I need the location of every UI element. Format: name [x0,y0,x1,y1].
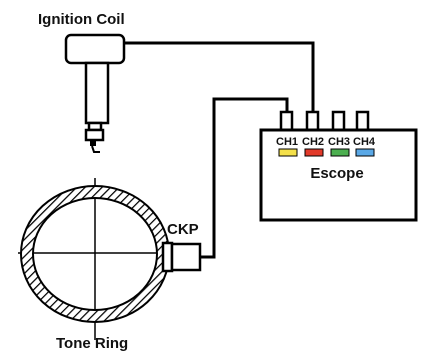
ch3-connector [331,110,346,133]
coil-wire [124,41,315,112]
ckp-label: CKP [167,221,199,238]
ch3-color-swatch [330,148,350,157]
ch4-color-swatch [355,148,375,157]
tone-ring [18,178,170,340]
escope-label: Escope [310,165,363,182]
ch4-connector [355,110,370,133]
escope-box [259,128,418,222]
ch4-label: CH4 [353,136,376,148]
ch1-label: CH1 [276,136,298,148]
ckp-sensor [161,241,202,273]
probe-connectors [279,110,370,133]
ignition-coil-label: Ignition Coil [38,11,125,28]
ch2-color-swatch [304,148,324,157]
ckp-wire [200,97,289,259]
tone-ring-label: Tone Ring [56,335,128,352]
ch2-connector [305,110,320,133]
ch1-color-swatch [278,148,298,157]
ch3-label: CH3 [328,136,350,148]
ignition-coil [64,33,126,153]
ch1-connector [279,110,294,133]
ch2-label: CH2 [302,136,324,148]
